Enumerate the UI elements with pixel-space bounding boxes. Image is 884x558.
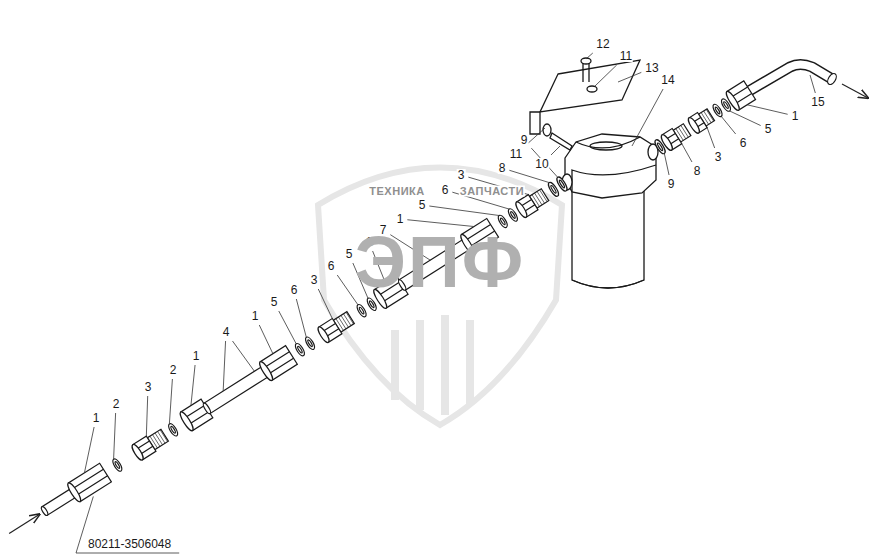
fitting-chain xyxy=(652,81,756,158)
callout-number: 6 xyxy=(739,137,748,149)
adapter-fitting xyxy=(659,122,691,152)
leader-line xyxy=(664,154,669,175)
callout-number: 5 xyxy=(345,248,354,260)
sealing-ring xyxy=(304,336,317,351)
union-nut xyxy=(66,463,112,503)
callout-number: 6 xyxy=(290,284,299,296)
fitting-chain xyxy=(37,173,570,521)
leader-line xyxy=(318,289,332,319)
callout-number: 1 xyxy=(396,213,405,225)
callout-number: 14 xyxy=(660,74,675,86)
leader-line xyxy=(191,365,195,406)
watermark-text: ЗАПЧАСТИ xyxy=(459,186,525,197)
sealing-ring xyxy=(111,458,124,473)
leader-line xyxy=(223,341,225,391)
leader-line xyxy=(509,170,549,182)
callout-number: 8 xyxy=(693,165,702,177)
pipe-segment xyxy=(202,366,269,415)
sealing-ring xyxy=(555,176,569,193)
leader-line xyxy=(146,396,147,436)
mounting-bracket xyxy=(530,58,640,150)
callout-number: 8 xyxy=(498,162,507,174)
callout-number: 3 xyxy=(144,381,153,393)
sealing-ring xyxy=(167,422,180,437)
leader-line xyxy=(526,128,545,145)
leader-line xyxy=(747,105,788,114)
callout-number: 3 xyxy=(310,274,319,286)
callout-number: 1 xyxy=(791,110,800,122)
leader-line xyxy=(233,341,255,371)
callout-number: 12 xyxy=(595,38,610,50)
filter-housing xyxy=(562,134,658,288)
leader-line xyxy=(707,128,715,148)
adapter-fitting xyxy=(130,428,169,462)
leader-line xyxy=(84,427,94,473)
leader-line xyxy=(429,206,499,215)
callout-number: 11 xyxy=(619,50,633,62)
callout-number: 10 xyxy=(534,158,549,170)
callout-number: 3 xyxy=(457,169,466,181)
leader-line xyxy=(279,311,296,344)
watermark-logo: ЭПФ xyxy=(355,226,525,298)
leader-line xyxy=(632,89,663,146)
sealing-ring xyxy=(294,342,307,357)
sealing-ring xyxy=(355,303,368,318)
leader-line xyxy=(259,325,273,354)
callout-number: 5 xyxy=(764,123,773,135)
flow-arrow xyxy=(9,514,39,533)
callout-number: 1 xyxy=(92,412,101,424)
callout-number: 5 xyxy=(418,199,427,211)
watermark-shield xyxy=(318,168,562,426)
leader-lines xyxy=(76,53,815,553)
callout-number: 13 xyxy=(644,62,659,74)
leader-line xyxy=(296,299,306,337)
union-nut xyxy=(724,81,755,112)
leader-line xyxy=(76,496,179,553)
callout-number: 9 xyxy=(667,178,676,190)
callout-number: 2 xyxy=(169,364,178,376)
callout-number: 3 xyxy=(714,151,723,163)
leader-line xyxy=(618,72,641,82)
leader-line xyxy=(730,111,761,126)
leader-line xyxy=(682,144,692,162)
callout-number: 1 xyxy=(251,310,260,322)
callout-number: 6 xyxy=(327,260,336,272)
leader-line xyxy=(810,75,815,93)
leader-line xyxy=(169,379,172,424)
leader-line xyxy=(595,65,617,86)
callout-number: 9 xyxy=(520,134,529,146)
adapter-fitting xyxy=(316,310,355,344)
callout-number: 11 xyxy=(509,148,523,160)
leader-line xyxy=(114,413,116,459)
callout-number: 2 xyxy=(112,398,121,410)
callout-number: 6 xyxy=(441,184,450,196)
leader-line xyxy=(721,116,735,134)
callout-number: 4 xyxy=(222,326,231,338)
adapter-fitting xyxy=(687,107,716,135)
leader-line xyxy=(586,53,593,59)
union-nut xyxy=(258,346,298,382)
callout-number: 1 xyxy=(192,350,201,362)
callout-number: 15 xyxy=(810,96,825,108)
leader-line xyxy=(551,146,560,155)
leader-line xyxy=(337,275,358,305)
outlet-pipe xyxy=(749,65,868,99)
callout-number: 5 xyxy=(270,296,279,308)
watermark-text: ТЕХНИКА xyxy=(368,186,425,197)
part-number: 80211-3506048 xyxy=(88,538,171,550)
